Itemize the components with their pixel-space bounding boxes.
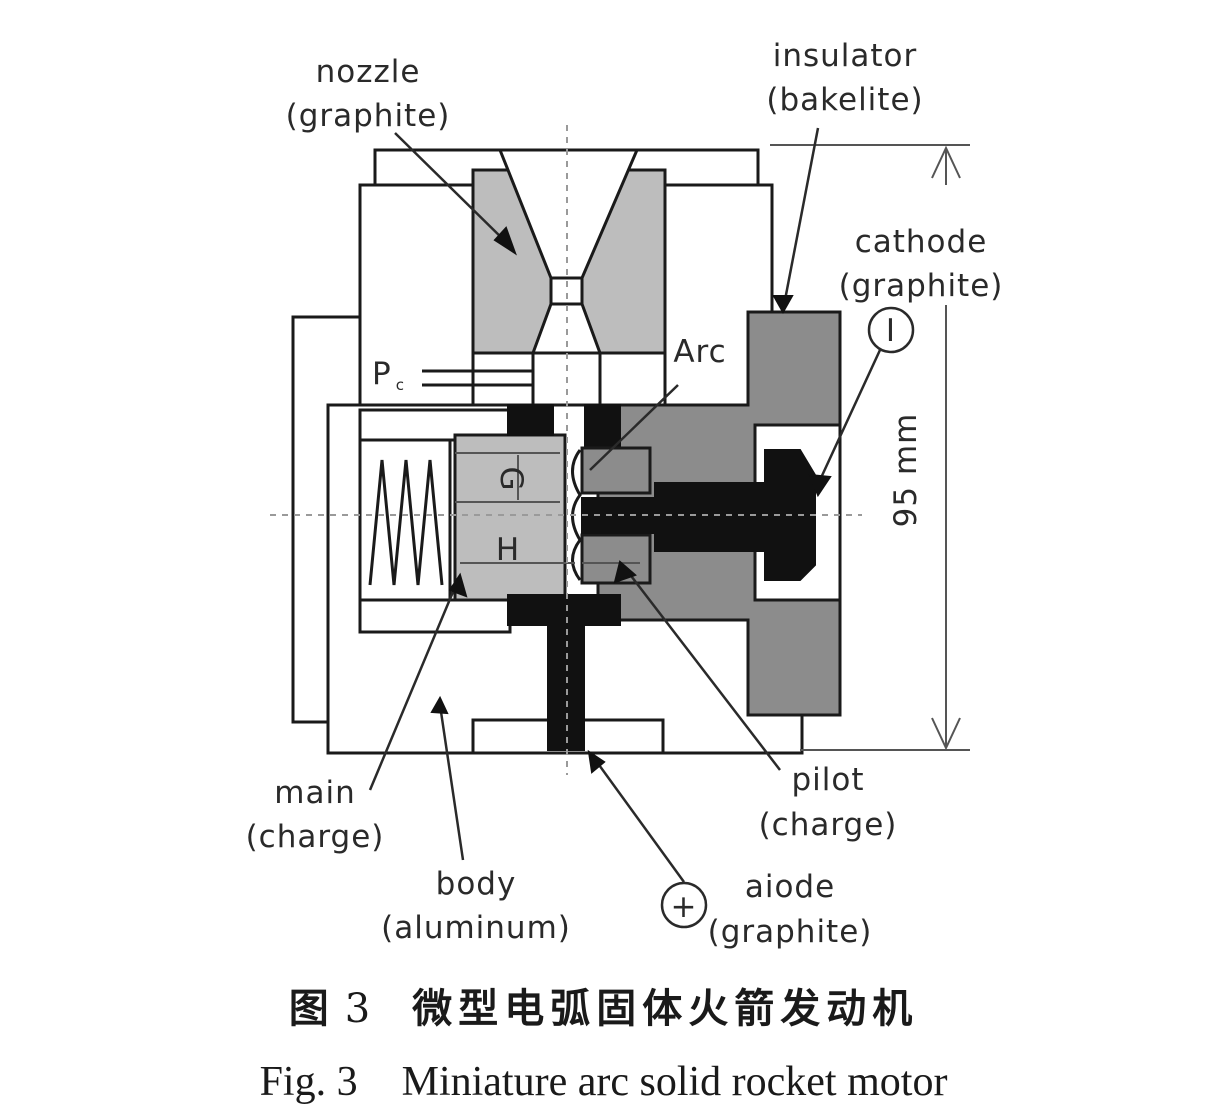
caption-english: Fig. 3 Miniature arc solid rocket motor [0, 1058, 1207, 1106]
pc-pressure-port [422, 369, 533, 387]
pilot-charge-top [580, 446, 652, 495]
anode-symbol: + [671, 889, 698, 925]
body-label: body [436, 866, 517, 902]
main-charge [453, 433, 567, 602]
gap-g-dimension [455, 452, 560, 503]
cathode-terminal-icon: I [867, 306, 915, 354]
pilot-material-label: (charge) [759, 807, 898, 843]
gap-h-label: H [496, 532, 520, 568]
spring-icon [368, 459, 444, 586]
gap-g-label: G [493, 466, 529, 491]
main-material-label: (charge) [246, 819, 385, 855]
leader-lines [368, 127, 882, 883]
dimension-label: 95 mm [888, 413, 924, 528]
pilot-label: pilot [791, 762, 864, 798]
anode-terminal-icon: + [660, 881, 708, 929]
nozzle-label: nozzle [316, 54, 421, 90]
cathode-label: cathode [855, 224, 988, 260]
arc-label: Arc [673, 334, 726, 370]
caption-zh-number: 3 [344, 986, 377, 1032]
nozzle-material-label: (graphite) [286, 98, 451, 134]
cathode-symbol: I [886, 313, 896, 349]
pc-main: P [372, 356, 392, 392]
nozzle-part [471, 148, 667, 407]
caption-en-title: Miniature arc solid rocket motor [401, 1059, 948, 1105]
caption-zh-title: 微型电弧固体火箭发动机 [412, 986, 919, 1032]
caption-en-prefix: Fig. 3 [259, 1059, 358, 1105]
arc-gap [571, 449, 582, 581]
pc-subscript: c [396, 376, 405, 394]
main-label: main [274, 775, 355, 811]
rocket-motor-diagram: I + nozzle (graphite) insulator (bakelit… [246, 38, 1004, 950]
anode-label: aiode [745, 869, 835, 905]
insulator-label: insulator [773, 38, 918, 74]
body-material-label: (aluminum) [381, 910, 571, 946]
cathode-material-label: (graphite) [839, 268, 1004, 304]
insulator-material-label: (bakelite) [766, 82, 923, 118]
caption-zh-prefix: 图 [288, 986, 335, 1032]
dimension-95mm [770, 144, 970, 751]
anode-material-label: (graphite) [708, 914, 873, 950]
